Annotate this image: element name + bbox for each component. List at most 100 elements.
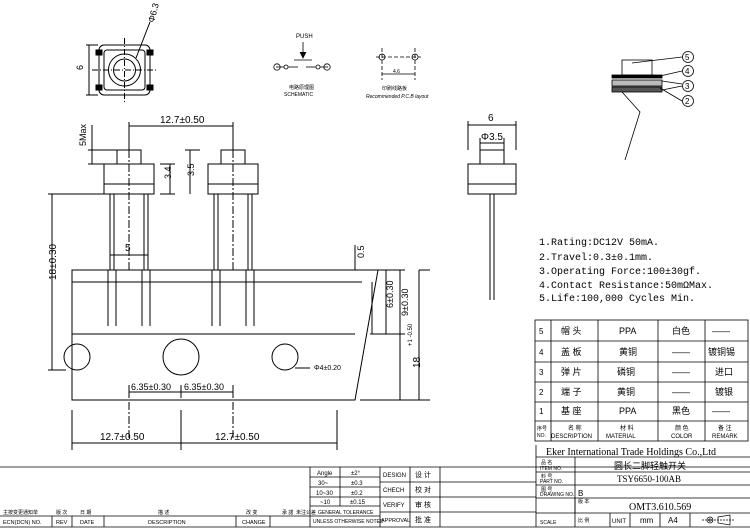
tolerance-angle-label: Angle xyxy=(317,471,333,477)
date-label-cn: 日 期 xyxy=(80,510,91,516)
bom-header-no-en: NO. xyxy=(537,433,546,439)
dim-top-width: 6 xyxy=(75,65,85,70)
bom-remark: 镀银 xyxy=(715,386,733,397)
signoff-approval-cn: 批 准 xyxy=(415,515,431,524)
bom-desc: 帽 头 xyxy=(561,325,582,336)
unit-value: mm xyxy=(640,516,654,525)
dim-18: 18±0.30 xyxy=(48,243,59,280)
signoff-verify-cn: 审 核 xyxy=(415,500,431,509)
by-label-cn: 承 諾 xyxy=(282,509,293,516)
tolerance-value: ±0.3 xyxy=(351,481,363,487)
callout-view xyxy=(611,51,694,161)
side-view xyxy=(467,121,517,300)
bom-material: PPA xyxy=(619,326,636,336)
spec-line: 4.Contact Resistance:50mΩMax. xyxy=(539,280,713,292)
projection-symbol xyxy=(702,514,734,526)
bom-material: 黄铜 xyxy=(619,346,637,357)
dim-6: 6±0.30 xyxy=(385,281,395,308)
signoff-approval-en: APPROVAL xyxy=(381,518,410,524)
item-label-en: ITEM NO. xyxy=(540,466,562,472)
bom-remark: —— xyxy=(712,326,730,336)
dim-front-width: 12.7±0.50 xyxy=(160,115,205,126)
part-label-cn: 料 号 xyxy=(541,473,552,480)
dim-9: 9±0.30 xyxy=(400,289,410,316)
bom-color: 白色 xyxy=(672,325,690,336)
callout-5: 5 xyxy=(685,53,690,62)
spec-line: 5.Life:100,000 Cycles Min. xyxy=(539,293,695,305)
dim-3-5: 3.5 xyxy=(186,163,196,176)
pcb-caption-cn: 印刷线路板 xyxy=(382,85,407,92)
bom-color: 黑色 xyxy=(672,405,690,416)
spec-line: 1.Rating:DC12V 50mA. xyxy=(539,237,659,249)
drawing-label-en: DRAWING NO. xyxy=(540,492,574,498)
drawing-number: OMT3.610.569 xyxy=(629,502,691,513)
schematic-caption-cn: 电路原理图 xyxy=(289,84,314,91)
spec-line: 3.Operating Force:100±30gf. xyxy=(539,266,701,278)
schematic-caption-en: SCHEMATIC xyxy=(284,92,313,98)
rev-label-en: REV xyxy=(56,520,68,526)
dim-side-width: 6 xyxy=(488,113,494,124)
ecn-label-cn: 主按变更通知单 xyxy=(3,509,38,516)
callout-4: 4 xyxy=(685,67,690,76)
desc-label-cn: 描 述 xyxy=(158,509,169,516)
pcb-caption-en: Recommended P.C.B layout xyxy=(366,94,429,100)
bom-header-remark-en: REMARK xyxy=(712,434,738,440)
sheet-size: A4 xyxy=(668,516,678,525)
pcb-layout xyxy=(376,48,421,80)
title-block-frame xyxy=(0,445,750,528)
change-label-cn: 改 变 xyxy=(246,509,257,516)
bom-no: 5 xyxy=(539,327,544,336)
specifications: 1.Rating:DC12V 50mA. 2.Travel:0.3±0.1mm.… xyxy=(539,237,713,305)
bom-desc: 端 子 xyxy=(561,386,582,397)
desc-label-en: DESCRIPTION xyxy=(148,520,186,526)
tolerance-value: ±0.2 xyxy=(351,491,363,497)
carrier-tape xyxy=(63,269,430,450)
bom-remark: —— xyxy=(712,406,730,416)
general-tolerance-en: GENERAL TOLERANCE xyxy=(318,510,374,516)
dim-18-tape: 18 xyxy=(412,356,423,368)
general-tolerance-cn: 未注公差 xyxy=(296,509,316,516)
drawing-label-cn: 图 号 xyxy=(541,487,552,493)
bom-desc: 盖 板 xyxy=(561,346,582,357)
bom-no: 1 xyxy=(539,407,544,416)
version-label-cn: 版 本 xyxy=(578,498,589,505)
bom-material: 磷铜 xyxy=(617,366,635,377)
signoff-verify-en: VERIFY xyxy=(383,503,405,509)
bom-header-color-cn: 颜 色 xyxy=(675,424,689,432)
tolerance-value: ±0.15 xyxy=(350,500,366,506)
bom-color: —— xyxy=(672,387,690,397)
signoff-design-en: DESIGN xyxy=(383,473,406,479)
bom-header-mat-en: MATERIAL xyxy=(606,434,636,440)
part-title: 圆长二脚轻触开关 xyxy=(614,460,686,471)
tolerance-range: 30~ xyxy=(318,481,329,487)
bom-desc: 基 座 xyxy=(561,405,582,416)
dim-bottom-1: 12.7±0.50 xyxy=(100,432,145,443)
pcb-dimension: 4.6 xyxy=(393,69,400,75)
unit-label: UNIT xyxy=(612,519,626,525)
bom-color: —— xyxy=(672,367,690,377)
dim-3-4: 3.4 xyxy=(163,166,173,179)
part-number: TSY6650-100AB xyxy=(617,474,681,484)
dim-max5: 5Max xyxy=(78,123,88,146)
bom-header-mat-cn: 材 料 xyxy=(620,424,634,432)
bom-header-desc-en: DESCRIPTION xyxy=(551,434,592,440)
date-label-en: DATE xyxy=(80,520,95,526)
unless-noted: UNLESS OTHERWISE NOTED xyxy=(313,519,384,525)
bom-color: —— xyxy=(672,347,690,357)
bom-header-color-en: COLOR xyxy=(671,434,693,440)
scale-label-cn: 比 例 xyxy=(578,517,589,524)
spec-line: 2.Travel:0.3±0.1mm. xyxy=(539,252,653,264)
signoff-check-cn: 校 对 xyxy=(415,485,431,494)
change-label-en: CHANGE xyxy=(242,520,266,526)
dim-hole: Φ4±0.20 xyxy=(314,365,341,372)
company-name: Eker International Trade Holdings Co.,Lt… xyxy=(546,447,716,458)
dim-18-tape-tol: +1 -0.50 xyxy=(408,323,414,346)
bom-header-desc-cn: 名 称 xyxy=(568,424,582,432)
dim-bottom-2: 12.7±0.50 xyxy=(215,432,260,443)
bom-desc: 弹 片 xyxy=(561,366,582,377)
tolerance-range: 10~30 xyxy=(316,491,334,497)
drawing-version: B xyxy=(578,489,583,498)
dim-0-5: 0.5 xyxy=(356,245,366,258)
tolerance-angle-value: ±2° xyxy=(351,471,361,477)
